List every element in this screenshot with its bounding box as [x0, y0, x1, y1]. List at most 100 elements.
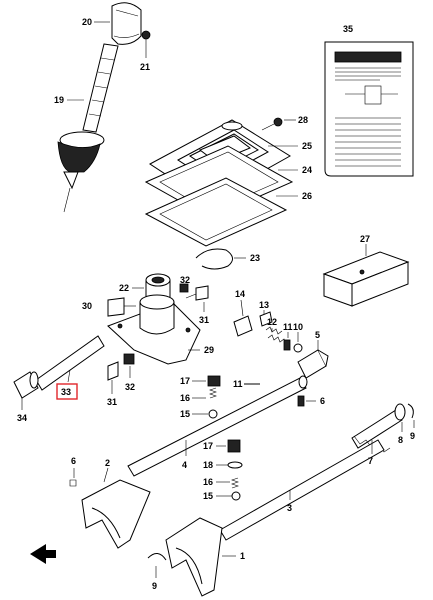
- part-label-16-lower: 16: [203, 477, 213, 487]
- callout-25: 25: [268, 141, 312, 151]
- callout-5: 5: [315, 330, 320, 350]
- shaft-cap[interactable]: [13, 371, 39, 399]
- gasket[interactable]: [144, 177, 288, 247]
- callout-16-upper: 16: [180, 393, 206, 403]
- stopper-block[interactable]: [322, 251, 410, 307]
- clip-9-upper[interactable]: [407, 403, 414, 419]
- pin-6-upper[interactable]: [297, 395, 305, 407]
- spring-12[interactable]: [267, 334, 287, 345]
- part-label-9-lower: 9: [152, 581, 157, 591]
- part-label-18: 18: [203, 460, 213, 470]
- shift-rail-4[interactable]: [127, 375, 308, 477]
- callout-32-lower: 32: [125, 366, 135, 392]
- callout-35: 35: [343, 24, 353, 34]
- part-label-13: 13: [259, 300, 269, 310]
- shift-rod-3[interactable]: [219, 439, 385, 541]
- shift-fork-2[interactable]: [81, 479, 151, 549]
- knob-screw[interactable]: [141, 30, 151, 58]
- plug-14[interactable]: [233, 299, 253, 337]
- part-label-34: 34: [17, 413, 27, 423]
- part-label-25: 25: [302, 141, 312, 151]
- callout-15-lower: 15: [203, 491, 232, 501]
- part-label-1: 1: [240, 551, 245, 561]
- highlight-box-33: [56, 383, 78, 400]
- part-label-30: 30: [82, 301, 92, 311]
- part-label-22: 22: [119, 283, 129, 293]
- ball-10[interactable]: [293, 343, 303, 353]
- boot-bolt[interactable]: [261, 117, 283, 131]
- part-label-10: 10: [293, 322, 303, 332]
- ball-15-lower[interactable]: [231, 491, 241, 501]
- part-label-4: 4: [182, 460, 187, 470]
- shift-lever[interactable]: [57, 43, 119, 213]
- callout-19: 19: [54, 95, 84, 105]
- part-label-11-lower: 11: [233, 379, 243, 389]
- part-label-19: 19: [54, 95, 64, 105]
- callout-10: 10: [293, 322, 303, 342]
- pin-11-upper[interactable]: [283, 339, 291, 351]
- callout-26: 26: [276, 191, 312, 201]
- shift-knob[interactable]: [111, 2, 142, 45]
- part-label-6-lower: 6: [71, 456, 76, 466]
- callout-3: 3: [287, 490, 292, 513]
- callout-24: 24: [278, 165, 312, 175]
- callout-9-lower: 9: [152, 566, 157, 591]
- callout-34: 34: [17, 398, 27, 423]
- spring-16-upper[interactable]: [209, 387, 217, 399]
- washer-8[interactable]: [394, 403, 406, 421]
- spring-16-lower[interactable]: [231, 477, 239, 489]
- shift-lever-case[interactable]: [107, 294, 201, 365]
- bolt-32-upper[interactable]: [179, 283, 189, 293]
- part-label-33: 33: [61, 387, 71, 397]
- callout-27: 27: [360, 234, 370, 256]
- part-label-21: 21: [140, 62, 150, 72]
- spring-13[interactable]: [259, 311, 283, 335]
- callout-30: 30: [82, 301, 92, 311]
- shift-shaft[interactable]: [35, 335, 105, 391]
- part-label-31-upper: 31: [199, 315, 209, 325]
- snap-ring[interactable]: [195, 248, 233, 270]
- callout-8: 8: [398, 422, 403, 445]
- callout-33: 33: [56, 369, 78, 400]
- bolt-31-lower[interactable]: [107, 361, 119, 381]
- callout-22: 22: [119, 283, 144, 293]
- callout-17-lower: 17: [203, 441, 226, 451]
- clip-9-lower[interactable]: [147, 553, 167, 561]
- bolt-31-upper[interactable]: [185, 285, 209, 301]
- part-label-7: 7: [368, 456, 373, 466]
- callout-17-upper: 17: [180, 376, 206, 386]
- callout-32-upper: 32: [180, 275, 190, 285]
- part-label-31-lower: 31: [107, 397, 117, 407]
- callout-28: 28: [284, 115, 308, 125]
- callout-7: 7: [368, 440, 373, 466]
- part-label-12: 12: [267, 317, 277, 327]
- callout-9-upper: 9: [410, 420, 415, 441]
- part-label-27: 27: [360, 234, 370, 244]
- bolt-30[interactable]: [107, 297, 136, 317]
- bolt-32-lower[interactable]: [123, 353, 135, 365]
- caution-label-card[interactable]: [324, 41, 414, 177]
- part-label-28: 28: [298, 115, 308, 125]
- bolt-17-upper[interactable]: [207, 375, 221, 387]
- bolt-17-lower[interactable]: [227, 439, 241, 453]
- part-label-16-upper: 16: [180, 393, 190, 403]
- shift-select-5[interactable]: [297, 349, 329, 379]
- ball-15-upper[interactable]: [208, 409, 218, 419]
- callout-31-upper: 31: [199, 302, 209, 325]
- part-label-26: 26: [302, 191, 312, 201]
- part-label-15-upper: 15: [180, 409, 190, 419]
- pin-6-lower[interactable]: [69, 479, 77, 487]
- callout-29: 29: [188, 345, 214, 355]
- part-label-8: 8: [398, 435, 403, 445]
- part-label-9-upper: 9: [410, 431, 415, 441]
- part-label-2: 2: [105, 458, 110, 468]
- part-label-35: 35: [343, 24, 353, 34]
- callout-6-lower: 6: [71, 456, 76, 478]
- shift-fork-1[interactable]: [165, 517, 223, 597]
- part-label-17-lower: 17: [203, 441, 213, 451]
- callout-13: 13: [259, 300, 269, 314]
- part-label-23: 23: [250, 253, 260, 263]
- part-label-32-lower: 32: [125, 382, 135, 392]
- washer-18[interactable]: [227, 461, 243, 469]
- part-label-5: 5: [315, 330, 320, 340]
